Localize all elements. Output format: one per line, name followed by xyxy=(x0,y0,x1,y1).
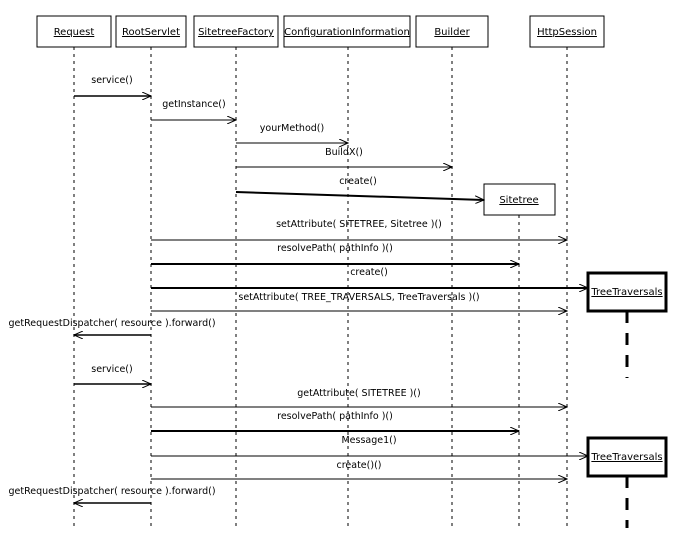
participant-label-builder: Builder xyxy=(434,27,470,38)
object-box-treetraversals2 xyxy=(586,436,668,478)
message-label-m8: create() xyxy=(350,267,388,278)
message-label-m2: getInstance() xyxy=(162,99,225,110)
message-label-m5: create() xyxy=(339,176,377,187)
participant-box-httpsession xyxy=(529,15,605,48)
object-label-treetraversals2: TreeTraversals xyxy=(590,452,662,463)
participant-box-request xyxy=(36,15,112,48)
message-label-m3: yourMethod() xyxy=(260,123,324,134)
participant-label-rootservlet: RootServlet xyxy=(122,27,180,38)
message-label-m16: getRequestDispatcher( resource ).forward… xyxy=(8,486,215,497)
participant-box-configinfo xyxy=(283,15,411,48)
participant-label-sitetreefactory: SitetreeFactory xyxy=(198,27,274,38)
object-label-sitetree: Sitetree xyxy=(499,195,538,206)
message-label-m13: resolvePath( pathInfo )() xyxy=(277,411,393,422)
message-label-m4: BuildX() xyxy=(325,147,363,158)
participant-label-configinfo: ConfigurationInformation xyxy=(284,27,410,38)
message-label-m15: create()() xyxy=(337,460,382,471)
message-label-m7: resolvePath( pathInfo )() xyxy=(277,243,393,254)
message-label-m6: setAttribute( SITETREE, Sitetree )() xyxy=(276,219,442,230)
object-label-treetraversals1: TreeTraversals xyxy=(590,287,662,298)
message-label-m1: service() xyxy=(91,75,132,86)
message-label-m9: setAttribute( TREE_TRAVERSALS, TreeTrave… xyxy=(238,292,479,303)
message-label-m12: getAttribute( SITETREE )() xyxy=(297,388,420,399)
participant-label-request: Request xyxy=(54,27,95,38)
message-arrow-m5 xyxy=(235,191,484,200)
object-box-treetraversals1 xyxy=(586,271,668,313)
object-box-sitetree xyxy=(483,183,556,216)
participant-box-rootservlet xyxy=(115,15,187,48)
message-label-m14: Message1() xyxy=(341,435,396,446)
message-label-m10: getRequestDispatcher( resource ).forward… xyxy=(8,318,215,329)
participant-label-httpsession: HttpSession xyxy=(537,27,597,38)
participant-box-sitetreefactory xyxy=(193,15,279,48)
message-label-m11: service() xyxy=(91,364,132,375)
participant-box-builder xyxy=(415,15,489,48)
